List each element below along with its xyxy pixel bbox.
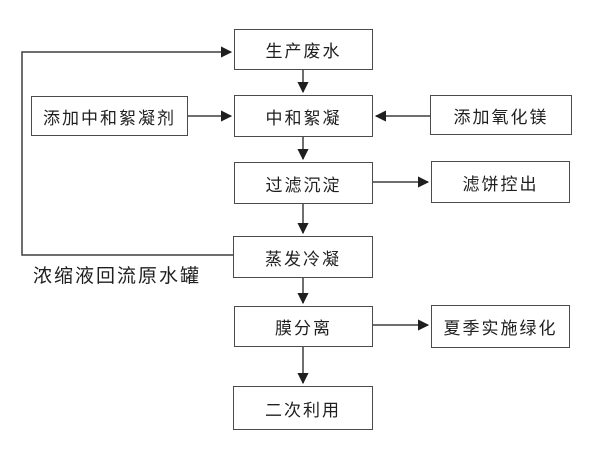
flowchart-node-membrane-separation: 膜分离 — [234, 306, 373, 347]
flowchart-node-summer-greening: 夏季实施绿化 — [431, 305, 570, 348]
edge-recycle-loop — [21, 46, 233, 256]
flowchart-node-filter-cake-out: 滤饼控出 — [431, 161, 570, 203]
flowchart-node-secondary-use: 二次利用 — [233, 386, 373, 430]
flowchart-node-production-wastewater: 生产废水 — [234, 29, 373, 70]
flowchart-node-add-neutralizing-flocculant: 添加中和絮凝剂 — [31, 96, 188, 136]
flowchart-node-evaporation-condensation: 蒸发冷凝 — [233, 236, 373, 278]
flowchart-node-filtration-sedimentation: 过滤沉淀 — [234, 162, 373, 204]
flowchart-node-neutralization-flocculation: 中和絮凝 — [234, 95, 373, 137]
recycle-line-label: 浓缩液回流原水罐 — [33, 265, 202, 287]
flowchart-node-add-magnesium-oxide: 添加氧化镁 — [430, 95, 572, 135]
